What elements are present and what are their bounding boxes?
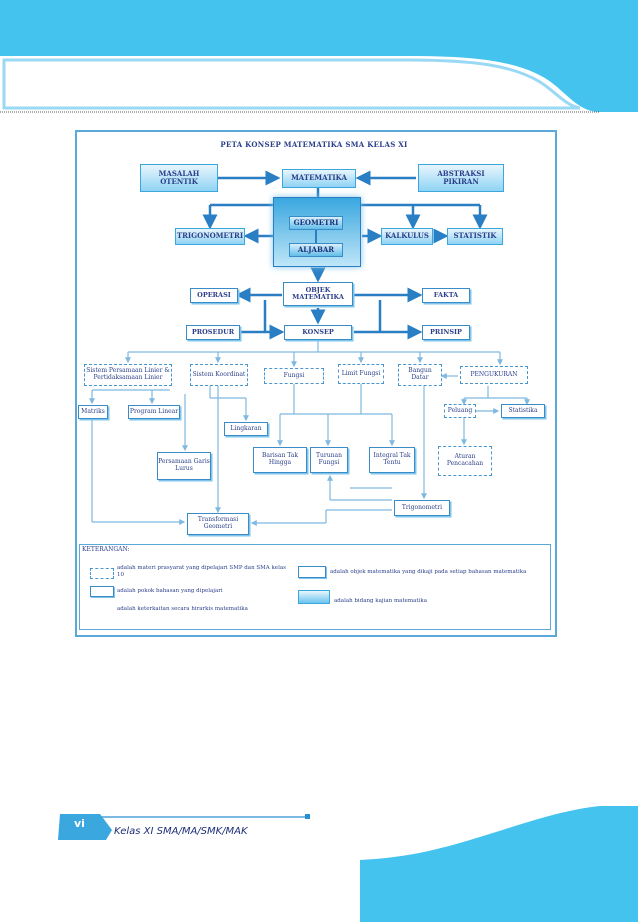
legend-dotted-sample [90,568,114,579]
node-masalah-otentik: MASALAH OTENTIK [140,164,218,192]
node-operasi: OPERASI [190,288,238,303]
node-limit-fungsi: Limit Fungsi [338,364,384,384]
node-peluang: Peluang [444,404,476,418]
diagram-title: PETA KONSEP MATEMATIKA SMA KELAS XI [220,140,408,149]
legend-arrow-text: adalah keterkaitan secara hirarkis matem… [117,606,248,612]
node-trigonometri: Trigonometri [394,500,450,516]
legend-object-sample [298,566,326,578]
legend-object-text: adalah objek matematika yang dikaji pada… [330,569,527,575]
legend-box [79,544,551,630]
node-pengukuran: PENGUKURAN [460,366,528,384]
node-fakta: FAKTA [422,288,470,303]
node-transformasi-geometri: Transformasi Geometri [187,513,249,535]
book-title: Kelas XI SMA/MA/SMK/MAK [114,826,248,837]
top-banner [0,0,638,113]
page-number: vi [74,817,85,830]
node-turunan-fungsi: Turunan Fungsi [310,447,348,473]
legend-solid-text: adalah pokok bahasan yang dipelajari [117,588,223,594]
node-statistik: STATISTIK [447,228,503,245]
node-sistem-koordinat: Sistem Koordinat [190,364,248,386]
node-program-linear: Program Linear [128,405,180,419]
node-integral-tak-tentu: Integral Tak Tentu [369,447,415,473]
legend-field-text: adalah bidang kajian matematika [334,598,427,604]
node-geometri: GEOMETRI [289,216,343,230]
legend-title: KETERANGAN: [82,546,130,553]
geometri-aljabar-link [315,230,317,243]
node-abstraksi-pikiran: ABSTRAKSI PIKIRAN [418,164,504,192]
legend-field-sample [298,590,330,604]
node-objek-matematika: OBJEK MATEMATIKA [283,282,353,306]
node-fungsi: Fungsi [264,368,324,384]
legend-dotted-text: adalah materi prasyarat yang dipelajari … [117,565,286,578]
footer-decoration [58,806,638,922]
node-aturan-pencacahan: Aturan Pencacahan [438,446,492,476]
node-prosedur: PROSEDUR [186,325,240,340]
node-trigonometri-field: TRIGONOMETRI [175,228,245,245]
node-statistika: Statistika [501,404,545,418]
node-kalkulus: KALKULUS [381,228,433,245]
node-persamaan-garis-lurus: Persamaan Garis Lurus [157,452,211,480]
node-bangun-datar: Bangun Datar [398,364,442,386]
node-konsep: KONSEP [284,325,352,340]
legend-solid-sample [90,586,114,597]
node-matematika: MATEMATIKA [282,169,356,188]
node-lingkaran: Lingkaran [224,422,268,436]
node-matriks: Matriks [78,405,108,419]
node-spl: Sistem Persamaan Linier & Pertidaksamaan… [84,364,172,386]
node-barisan-tak-hingga: Barisan Tak Hingga [253,447,307,473]
node-prinsip: PRINSIP [422,325,470,340]
node-aljabar: ALJABAR [289,243,343,257]
